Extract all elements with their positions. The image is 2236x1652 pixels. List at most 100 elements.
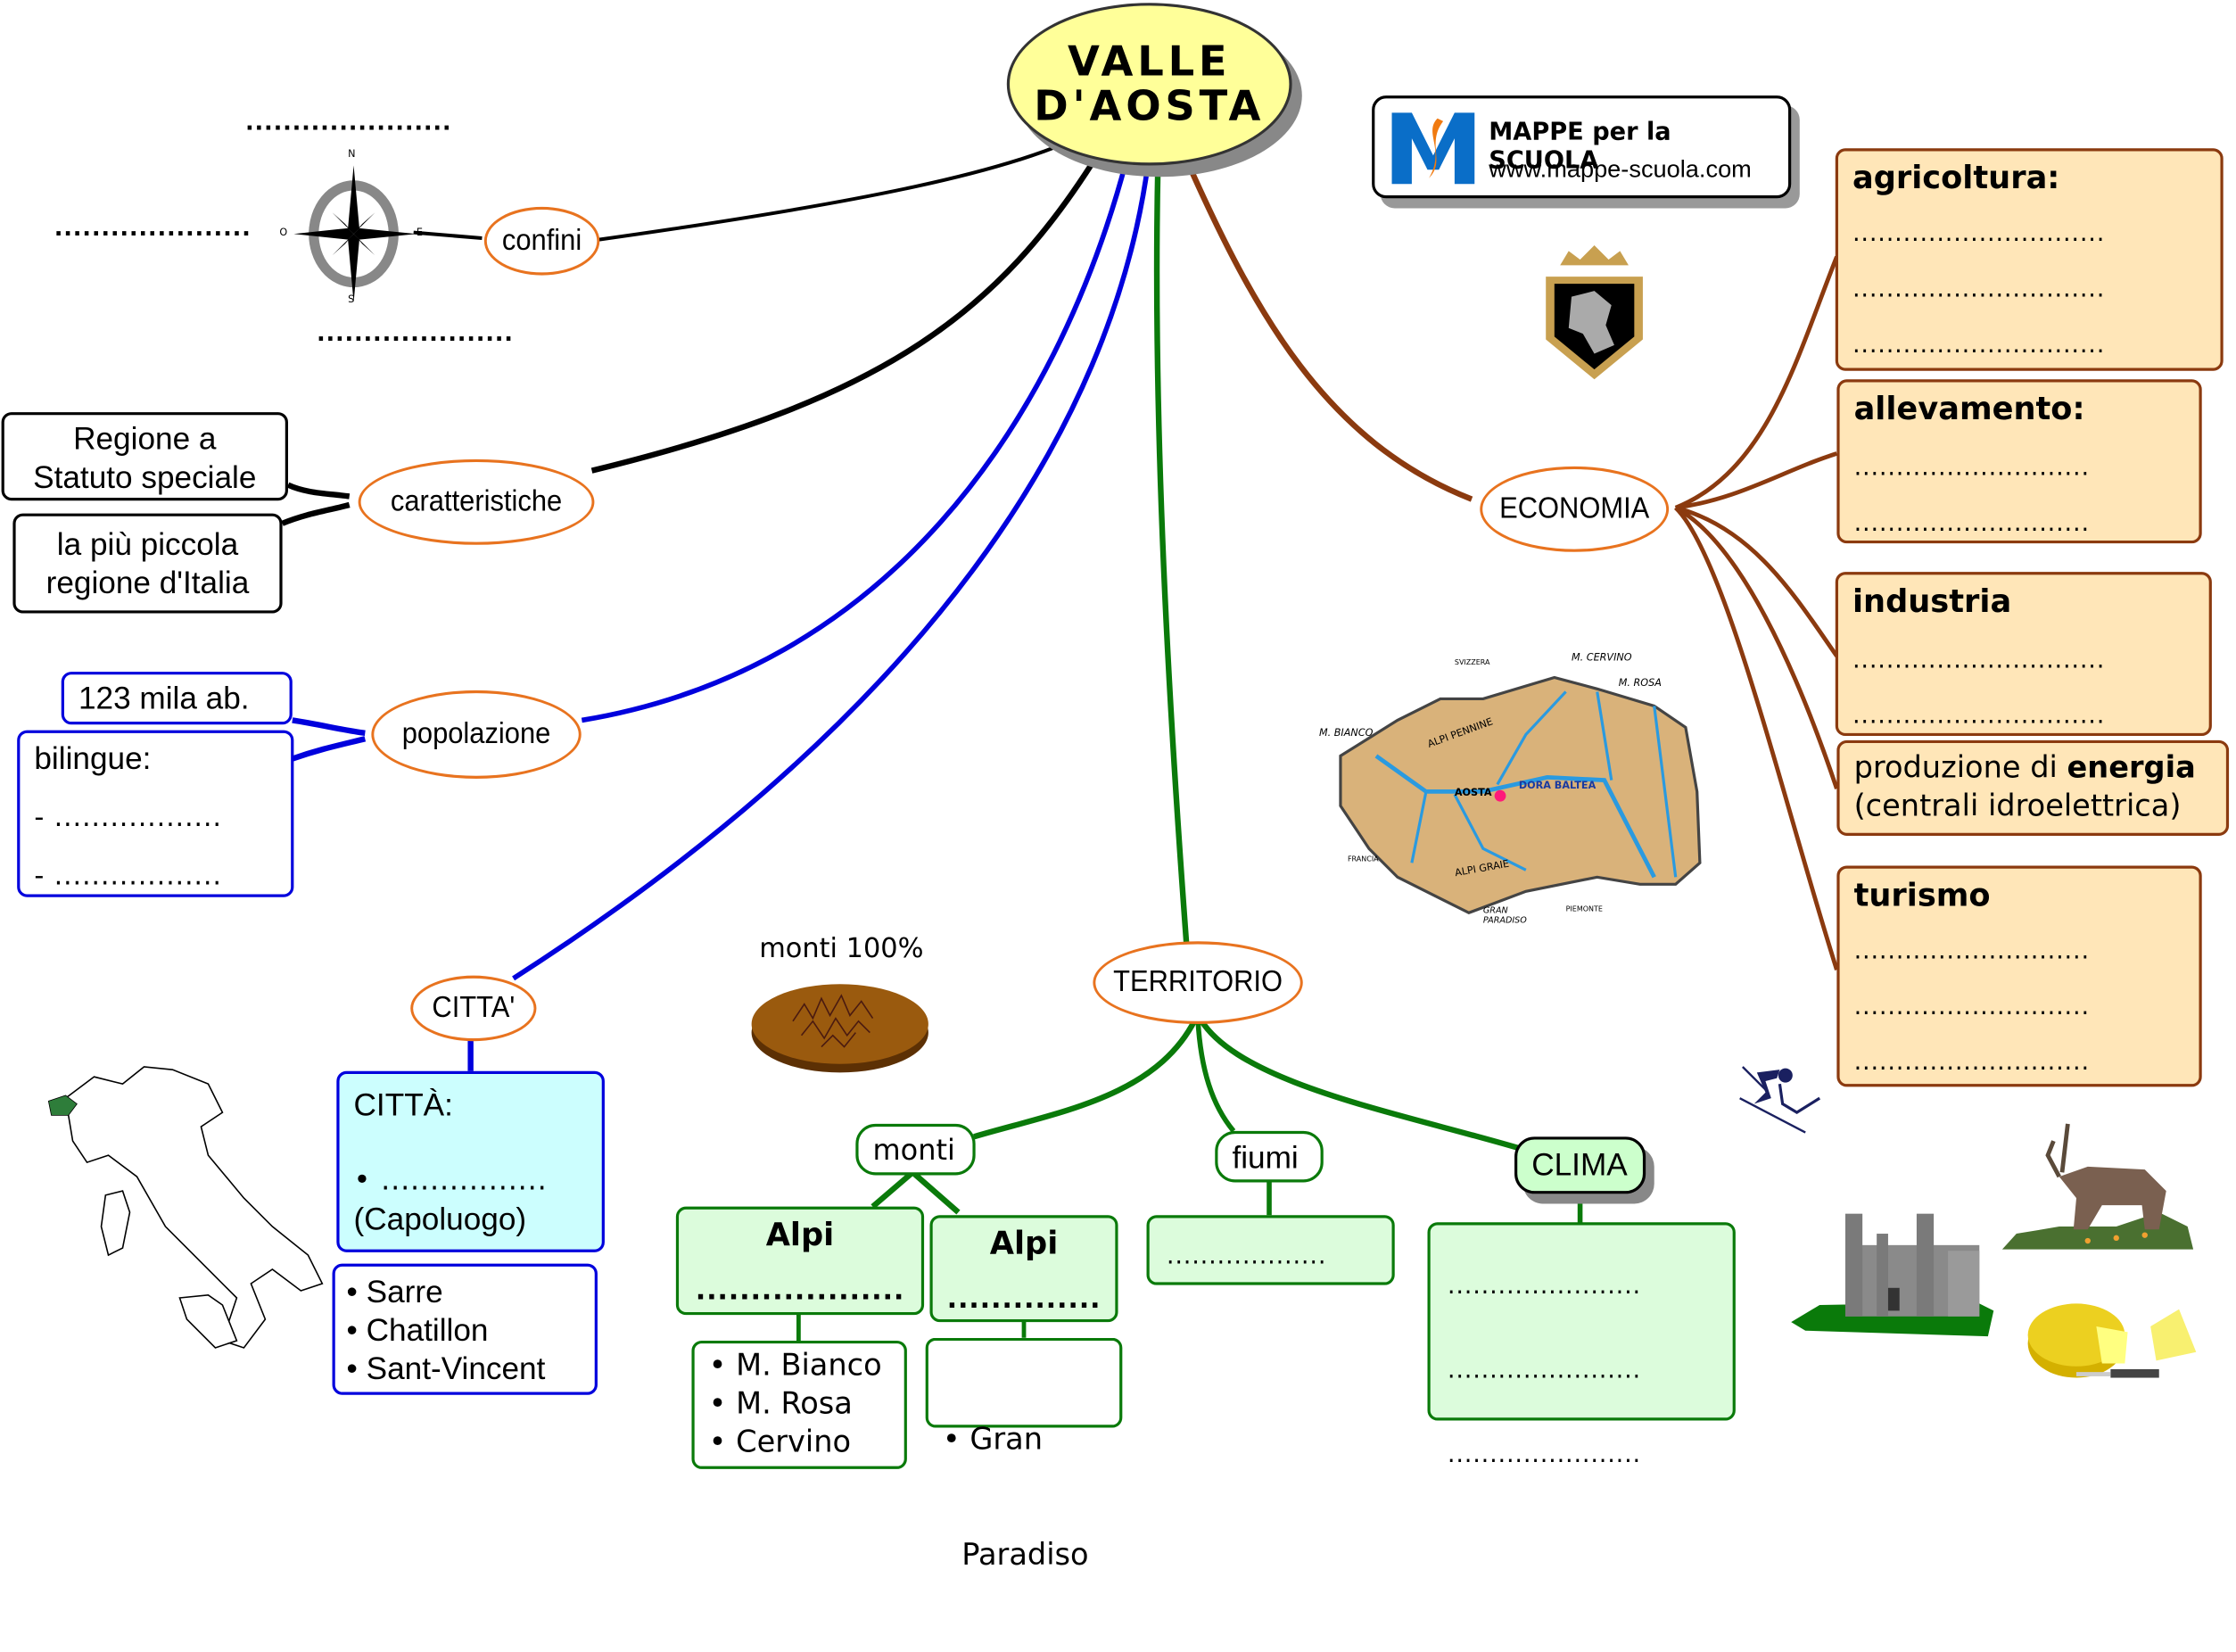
industria-blank[interactable]: .............................. bbox=[1852, 701, 2106, 731]
caratteristiche-label: caratteristiche bbox=[390, 484, 563, 518]
agricoltura-blank[interactable]: .............................. bbox=[1852, 330, 2106, 359]
node-confini[interactable]: confini bbox=[483, 206, 600, 276]
bilingue-blank-2[interactable]: - .................. bbox=[34, 860, 222, 892]
node-popolazione[interactable]: popolazione bbox=[371, 690, 582, 779]
turismo-box[interactable]: turismo ............................ ...… bbox=[1836, 865, 2202, 1087]
map-label: FRANCIA bbox=[1347, 855, 1379, 864]
energia-bold: energia bbox=[2067, 750, 2196, 785]
turismo-blank[interactable]: ............................ bbox=[1853, 1048, 2090, 1078]
map-label: M. CERVINO bbox=[1571, 651, 1632, 664]
fiumi-box[interactable]: ................... bbox=[1146, 1215, 1395, 1285]
skier-icon bbox=[1739, 1066, 1821, 1134]
mind-map: VALLE D'AOSTA MAPPE per la SCUOLA www.ma… bbox=[1, 3, 2230, 1572]
link-eco-allevamento bbox=[1675, 451, 1838, 510]
clima-box[interactable]: ....................... ................… bbox=[1427, 1222, 1736, 1469]
car-item-piccola[interactable]: la più piccola regione d'Italia bbox=[12, 513, 283, 614]
allevamento-box[interactable]: allevamento: ...........................… bbox=[1836, 379, 2202, 544]
link-eco-energia bbox=[1674, 506, 1839, 789]
link-monti-alpi2 bbox=[911, 1169, 961, 1215]
agricoltura-blank[interactable]: .............................. bbox=[1852, 219, 2106, 249]
italy-map-icon bbox=[47, 1066, 324, 1349]
clima-blank[interactable]: ....................... bbox=[1447, 1272, 1642, 1301]
industria-blank[interactable]: .............................. bbox=[1852, 646, 2106, 675]
node-fiumi[interactable]: fiumi bbox=[1215, 1130, 1324, 1183]
node-monti[interactable]: monti bbox=[855, 1123, 976, 1176]
citta-box-title: CITTÀ: bbox=[353, 1086, 453, 1123]
regional-map-icon bbox=[1339, 675, 1702, 915]
brand-logo[interactable]: MAPPE per la SCUOLA www.mappe-scuola.com bbox=[1372, 95, 1792, 199]
pop-abitanti[interactable]: 123 mila ab. bbox=[61, 672, 293, 725]
monti-pie-label: monti 100% bbox=[759, 932, 924, 964]
car-item-statuto[interactable]: Regione a Statuto speciale bbox=[1, 412, 288, 501]
industria-box[interactable]: industria ..............................… bbox=[1835, 572, 2212, 737]
mappe-logo-icon bbox=[1391, 112, 1475, 185]
link-car-item2 bbox=[281, 501, 351, 526]
compass-n: N bbox=[348, 148, 356, 161]
clima-blank[interactable]: ....................... bbox=[1447, 1440, 1642, 1469]
node-territorio[interactable]: TERRITORIO bbox=[1093, 941, 1303, 1025]
car-item2-line2: regione d'Italia bbox=[45, 565, 250, 601]
alpi2-list[interactable]: • Gran Paradiso bbox=[925, 1337, 1123, 1572]
popolazione-label: popolazione bbox=[401, 717, 551, 751]
clima-label: CLIMA bbox=[1531, 1146, 1628, 1183]
turismo-blank[interactable]: ............................ bbox=[1853, 992, 2090, 1021]
confini-label: confini bbox=[501, 224, 582, 257]
agricoltura-blank[interactable]: .............................. bbox=[1852, 275, 2106, 304]
alpi1-box[interactable]: Alpi ................... bbox=[675, 1206, 925, 1316]
monti-label: monti bbox=[872, 1132, 955, 1167]
energia-box[interactable]: produzione di energia (centrali idroelet… bbox=[1836, 739, 2230, 836]
compass-o: O bbox=[279, 227, 288, 239]
alpi1-item: • Cervino bbox=[708, 1425, 852, 1459]
compass-s: S bbox=[348, 293, 355, 306]
link-pop-abitanti bbox=[292, 717, 366, 737]
alpi2-blank[interactable]: .............. bbox=[946, 1284, 1101, 1316]
agricoltura-box[interactable]: agricoltura: ...........................… bbox=[1835, 148, 2224, 371]
node-citta[interactable]: CITTA' bbox=[410, 975, 537, 1042]
citta-capoluogo-box[interactable]: CITTÀ: • ................. (Capoluogo) bbox=[336, 1070, 605, 1252]
link-popolazione bbox=[581, 159, 1129, 723]
link-monti-alpi1 bbox=[870, 1169, 915, 1210]
confini-north-blank[interactable]: ...................... bbox=[245, 108, 452, 136]
agricoltura-title: agricoltura: bbox=[1852, 161, 2060, 197]
pop-bilingue[interactable]: bilingue: - .................. - .......… bbox=[17, 730, 294, 897]
confini-west-blank[interactable]: ..................... bbox=[54, 213, 252, 242]
car-item2-line1: la più piccola bbox=[56, 525, 239, 562]
turismo-blank[interactable]: ............................ bbox=[1853, 937, 2090, 966]
map-label: DORA BALTEA bbox=[1518, 780, 1597, 792]
alpi1-blank[interactable]: ................... bbox=[695, 1275, 905, 1307]
alpi2-box[interactable]: Alpi .............. bbox=[929, 1215, 1118, 1323]
map-label: GRAN PARADISO bbox=[1482, 905, 1527, 926]
coat-of-arms-icon bbox=[1546, 245, 1643, 380]
map-label: PIEMONTE bbox=[1565, 905, 1603, 914]
alpi2-item: Paradiso bbox=[942, 1537, 1089, 1572]
aosta-highlight bbox=[47, 1094, 78, 1116]
clima-blank[interactable]: ....................... bbox=[1447, 1356, 1642, 1385]
citta-others-box[interactable]: • Sarre • Chatillon • Sant-Vincent bbox=[332, 1263, 598, 1395]
central-topic[interactable]: VALLE D'AOSTA bbox=[1006, 3, 1292, 166]
node-economia[interactable]: ECONOMIA bbox=[1480, 466, 1670, 552]
link-economia bbox=[1184, 158, 1473, 502]
link-caratteristiche bbox=[590, 152, 1101, 474]
fiumi-blank[interactable]: ................... bbox=[1166, 1242, 1327, 1271]
allevamento-blank[interactable]: ............................ bbox=[1853, 453, 2090, 483]
node-clima[interactable]: CLIMA bbox=[1514, 1136, 1646, 1194]
capoluogo-blank[interactable]: • ................. bbox=[353, 1162, 548, 1197]
alpi2-title: Alpi bbox=[989, 1227, 1059, 1263]
alpi1-list[interactable]: • M. Bianco • M. Rosa • Cervino bbox=[691, 1340, 907, 1469]
logo-url[interactable]: www.mappe-scuola.com bbox=[1489, 155, 1752, 183]
alpi1-title: Alpi bbox=[765, 1218, 835, 1254]
capoluogo-note: (Capoluogo) bbox=[353, 1201, 527, 1237]
confini-south-blank[interactable]: ..................... bbox=[316, 319, 514, 347]
energia-line2: (centrali idroelettrica) bbox=[1853, 789, 2182, 823]
title-line1: VALLE bbox=[1068, 37, 1232, 86]
map-label: SVIZZERA bbox=[1454, 658, 1490, 668]
castle-icon bbox=[1791, 1213, 1994, 1337]
link-eco-turismo bbox=[1674, 506, 1839, 971]
allevamento-blank[interactable]: ............................ bbox=[1853, 508, 2090, 538]
logo-title: MAPPE per la SCUOLA bbox=[1489, 118, 1671, 176]
node-caratteristiche[interactable]: caratteristiche bbox=[358, 458, 595, 545]
car-item1-line2: Statuto speciale bbox=[33, 458, 257, 495]
citta-other-item: • Sant-Vincent bbox=[346, 1351, 546, 1387]
bilingue-blank-1[interactable]: - .................. bbox=[34, 801, 222, 833]
link-eco-industria bbox=[1675, 505, 1839, 657]
